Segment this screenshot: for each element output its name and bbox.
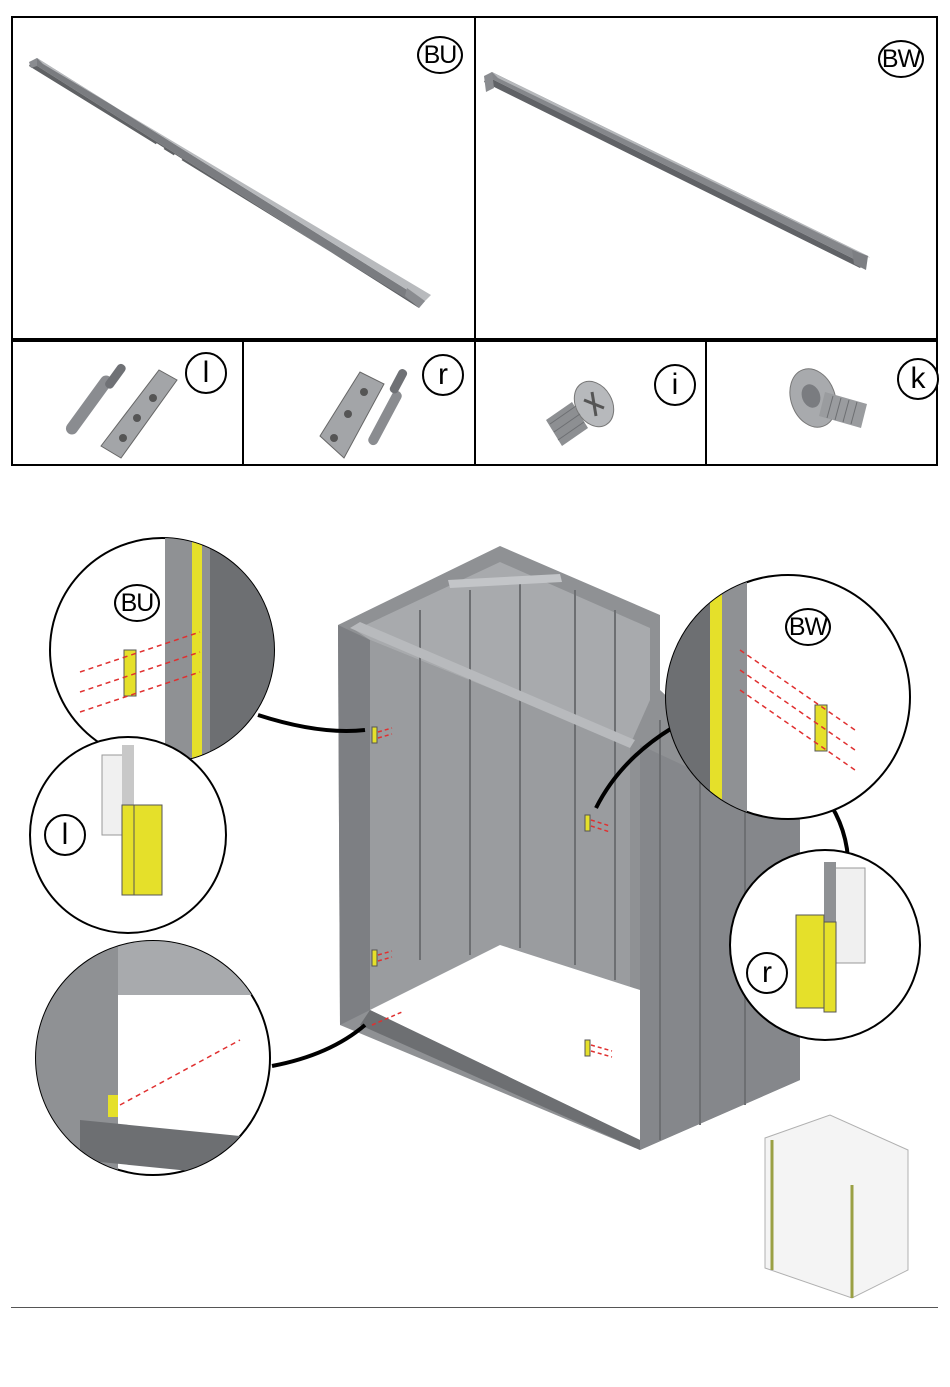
callout-label-l: l (44, 814, 86, 856)
callout-label-bu: BU (114, 584, 160, 622)
r-detail-circle (730, 850, 920, 1040)
footer-divider (11, 1307, 938, 1308)
bu-detail-circle (50, 530, 280, 770)
callout-label-bw: BW (785, 608, 831, 646)
assembly-illustration (0, 0, 950, 1300)
overview-thumbnail (765, 1115, 908, 1298)
bolt-detail-circle (36, 940, 280, 1180)
callout-label-r: r (746, 952, 788, 994)
